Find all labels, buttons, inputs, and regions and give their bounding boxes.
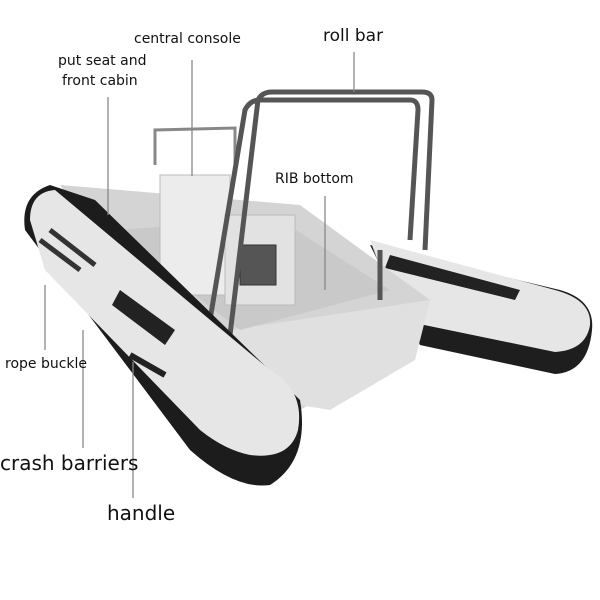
- label-rope-buckle: rope buckle: [5, 356, 88, 372]
- label-rib-bottom: RIB bottom: [275, 171, 354, 187]
- left-tube: [24, 185, 303, 486]
- label-put-seat-line2: front cabin: [62, 73, 138, 89]
- right-tube: [370, 240, 593, 374]
- label-crash-barriers: crash barriers: [0, 451, 139, 475]
- label-handle: handle: [107, 501, 176, 525]
- roll-bar: [207, 89, 435, 336]
- label-put-seat-line1: put seat and: [58, 53, 147, 69]
- label-roll-bar: roll bar: [323, 26, 384, 46]
- label-central-console: central console: [134, 31, 241, 47]
